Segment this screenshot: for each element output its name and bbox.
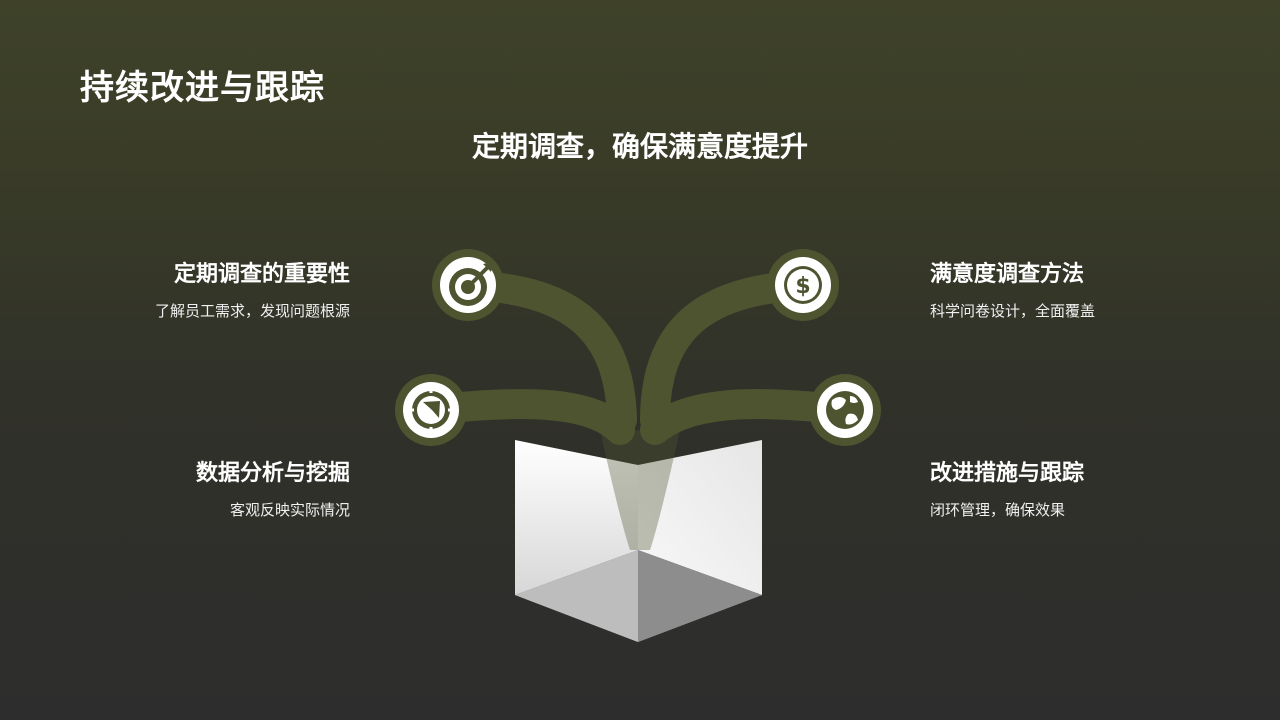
globe-icon xyxy=(826,391,864,429)
icon-node-compass xyxy=(395,374,467,446)
compass-icon xyxy=(410,389,452,431)
item-heading: 定期调查的重要性 xyxy=(173,262,350,287)
svg-text:$: $ xyxy=(795,274,810,299)
page-subtitle: 定期调查，确保满意度提升 xyxy=(471,130,808,163)
item-description: 闭环管理，确保效果 xyxy=(930,501,1066,519)
cube xyxy=(515,430,762,642)
item-description: 科学问卷设计，全面覆盖 xyxy=(930,302,1096,320)
item-heading: 数据分析与挖掘 xyxy=(195,461,350,486)
item-method: 满意度调查方法 科学问卷设计，全面覆盖 xyxy=(930,260,1250,322)
item-description: 客观反映实际情况 xyxy=(229,501,350,519)
item-improvement: 改进措施与跟踪 闭环管理，确保效果 xyxy=(930,459,1250,521)
icon-node-dollar: $ xyxy=(767,249,839,321)
item-important: 定期调查的重要性 了解员工需求，发现问题根源 xyxy=(30,260,350,322)
icon-node-target xyxy=(432,249,504,321)
target-icon xyxy=(449,262,493,306)
item-analysis: 数据分析与挖掘 客观反映实际情况 xyxy=(30,459,350,521)
item-heading: 满意度调查方法 xyxy=(930,262,1085,287)
page-title: 持续改进与跟踪 xyxy=(80,68,325,108)
dollar-icon: $ xyxy=(784,266,822,304)
icon-node-globe xyxy=(809,374,881,446)
item-description: 了解员工需求，发现问题根源 xyxy=(154,302,350,320)
item-heading: 改进措施与跟踪 xyxy=(930,461,1085,486)
